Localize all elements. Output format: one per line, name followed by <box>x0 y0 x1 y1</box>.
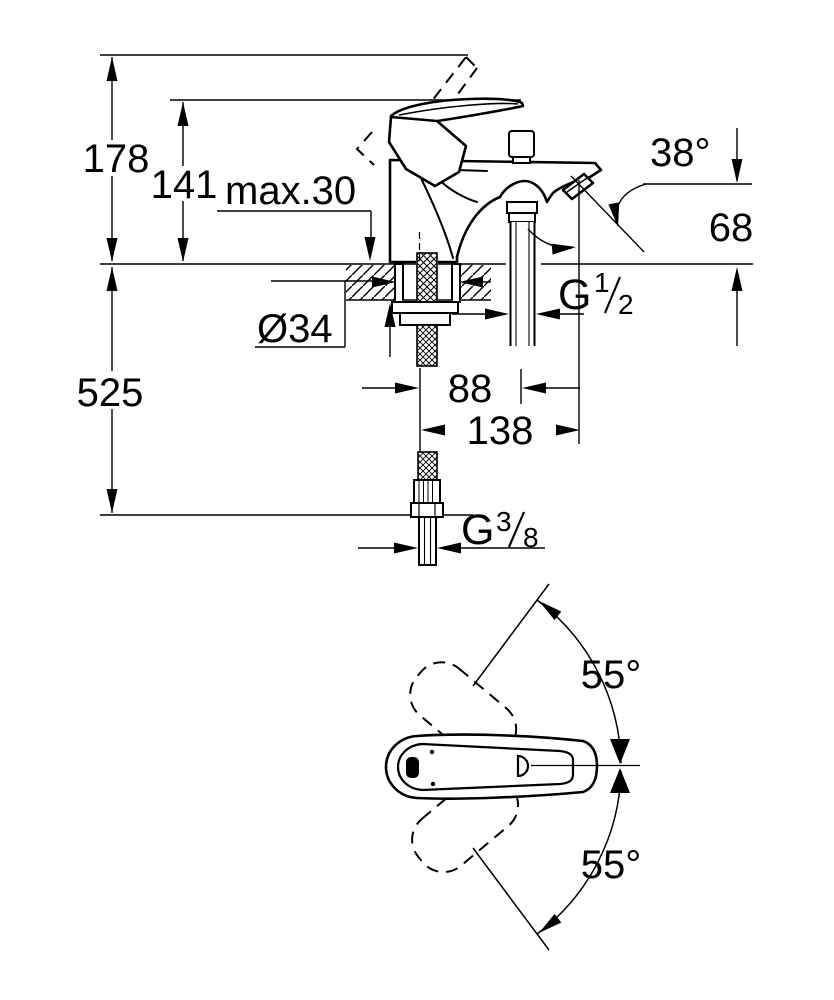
shower-outlet-pipe <box>506 201 538 346</box>
handle-top-face <box>396 742 575 792</box>
swing-limit-line-upper <box>472 583 550 687</box>
thread-half-denominator: 2 <box>618 289 634 320</box>
callout-thread-g-half: G 1 2 <box>452 267 634 320</box>
dimension-spout-reach: 138 <box>419 180 580 453</box>
dim-height-lever-label: 141 <box>151 163 218 207</box>
dimension-height-lever: 141 <box>151 102 218 262</box>
dimension-shower-offset: 88 <box>362 367 580 411</box>
dim-swing-lower-label: 55° <box>581 843 642 887</box>
handle-dot-lower <box>430 781 436 787</box>
side-view: 178 141 max.30 Ø34 <box>77 54 754 566</box>
annotation-swing-lower: 55° <box>535 768 642 938</box>
faucet-body <box>388 158 603 264</box>
handle-grip-slot <box>406 757 419 778</box>
callout-thread-g-three-eighths: G 3 8 <box>358 506 545 554</box>
handle-dot-upper <box>429 749 435 755</box>
thread-half-prefix: G <box>558 271 591 319</box>
handle-pivot-boss <box>516 754 530 778</box>
supply-hose <box>410 232 444 566</box>
dim-deck-thickness-label: max.30 <box>225 169 356 213</box>
thread-half-numerator: 1 <box>594 267 610 298</box>
stream-direction-line <box>570 175 645 253</box>
swing-limit-line-lower <box>472 847 550 951</box>
spout-underside-line <box>456 169 488 172</box>
dim-swing-upper-label: 55° <box>581 653 642 697</box>
lever-raised-dashed <box>355 56 478 166</box>
lever-handle <box>387 97 525 188</box>
dim-spout-drop-label: 68 <box>709 206 754 250</box>
dimension-hose-length: 525 <box>77 267 144 513</box>
dimension-deck-thickness: max.30 <box>217 169 396 357</box>
spout-aerator <box>561 172 595 201</box>
annotation-swing-upper: 55° <box>535 596 642 764</box>
mounting-shank <box>391 252 461 326</box>
thread-three-eighths-numerator: 3 <box>496 506 512 537</box>
dimension-hole-diameter: Ø34 <box>255 276 491 351</box>
dim-spout-angle-label: 38° <box>650 131 711 175</box>
dimension-spout-drop: 68 <box>709 128 754 346</box>
top-view: 55° 55° <box>384 583 642 951</box>
dim-shower-offset-label: 88 <box>448 367 493 411</box>
handle-top-view <box>384 733 599 800</box>
dim-hole-diameter-label: Ø34 <box>257 307 333 351</box>
dim-spout-reach-label: 138 <box>467 409 534 453</box>
diverter-knob <box>508 130 535 164</box>
dim-height-total-label: 178 <box>83 137 150 181</box>
dimension-height-total: 178 <box>83 57 150 262</box>
thread-three-eighths-denominator: 8 <box>523 522 539 553</box>
thread-three-eighths-prefix: G <box>461 506 494 554</box>
dim-hose-length-label: 525 <box>77 371 144 415</box>
annotation-spout-angle: 38° <box>527 131 752 255</box>
